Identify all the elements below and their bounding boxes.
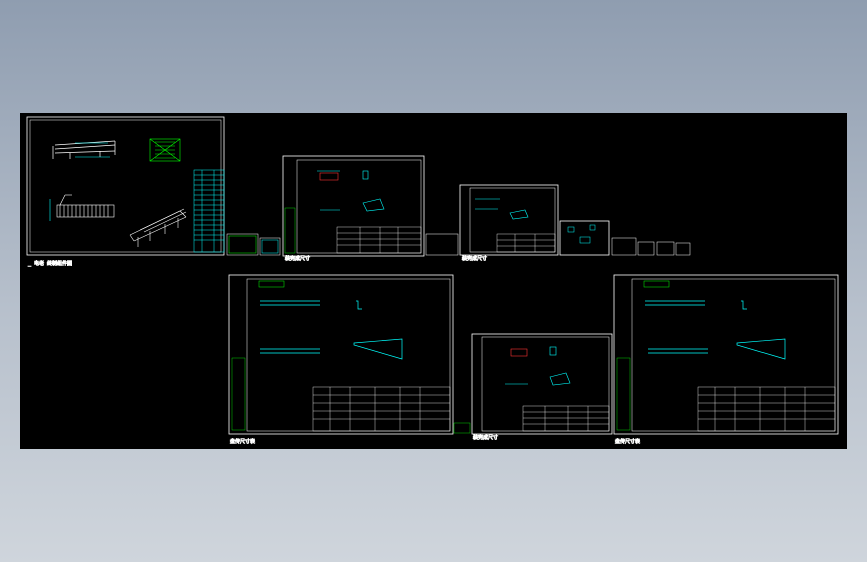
conveyor-iso-view <box>129 208 187 247</box>
drawing-canvas[interactable]: _ 电老 终制组件图 装完成尺寸 <box>20 113 847 449</box>
title-block <box>697 386 836 432</box>
sheet-border <box>559 220 610 256</box>
drawing-svg: _ 电老 终制组件图 装完成尺寸 <box>26 116 839 445</box>
sheet-border <box>26 116 225 256</box>
sheet-inner-border <box>29 119 222 253</box>
detail-sheet-right-caption: 盘传尺寸表 <box>615 438 640 445</box>
thumbnail-row-1 <box>226 233 281 256</box>
part-sheet-2[interactable]: 装完成尺寸 <box>459 184 559 262</box>
part-view-red <box>319 172 339 181</box>
detail-sheet-middle[interactable]: 装完成尺寸 <box>453 333 613 441</box>
part-sheet-2-caption: 装完成尺寸 <box>462 255 487 262</box>
part-views <box>505 346 571 386</box>
title-block <box>522 405 610 432</box>
part-sheet-3[interactable] <box>559 220 610 256</box>
part-sheet-1[interactable]: 装完成尺寸 <box>282 155 425 262</box>
detail-sheet-left-caption: 盘传尺寸表 <box>230 438 255 445</box>
thumbnail-row-2 <box>611 237 691 256</box>
profile-views <box>260 300 403 360</box>
part-sheet-1-caption: 装完成尺寸 <box>285 255 310 262</box>
part-views <box>317 170 385 212</box>
conveyor-top-view <box>149 138 181 162</box>
sheet-border <box>228 274 454 435</box>
detail-sheet-left[interactable]: 盘传尺寸表 <box>228 274 454 445</box>
part-views <box>475 198 529 220</box>
title-block <box>312 386 451 432</box>
title-block <box>496 233 556 253</box>
sheet-border <box>471 333 613 435</box>
sheet-border <box>613 274 839 435</box>
assembly-sheet-caption: _ 电老 终制组件图 <box>28 260 72 267</box>
conveyor-side-dims <box>75 142 110 158</box>
thumbnail-sheet-a <box>425 233 459 256</box>
conveyor-front-view <box>56 194 115 218</box>
detail-sheet-right[interactable]: 盘传尺寸表 <box>613 274 839 445</box>
profile-views <box>645 300 786 360</box>
parts-list-table <box>193 169 225 253</box>
sheet-border <box>459 184 559 256</box>
title-block <box>336 226 422 254</box>
sheet-border <box>282 155 425 257</box>
detail-sheet-middle-caption: 装完成尺寸 <box>473 434 498 441</box>
conveyor-side-view <box>52 140 116 159</box>
assembly-sheet[interactable]: _ 电老 终制组件图 <box>26 116 225 267</box>
